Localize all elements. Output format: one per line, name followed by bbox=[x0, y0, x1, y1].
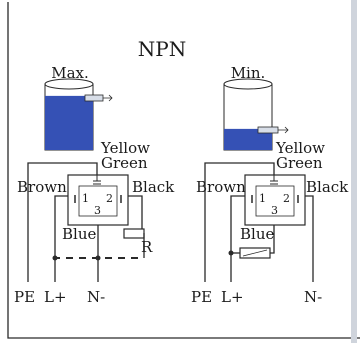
max-relay-box: 1 2 3 bbox=[67, 174, 129, 226]
min-yellow-label: Yellow bbox=[275, 139, 325, 157]
max-black-label: Black bbox=[132, 178, 175, 196]
max-wires bbox=[27, 162, 143, 282]
min-level-sensor bbox=[223, 78, 289, 151]
diagram-title: NPN bbox=[138, 37, 186, 61]
min-black-label: Black bbox=[306, 178, 349, 196]
max-blue-label: Blue bbox=[62, 225, 96, 243]
max-sensor-probe bbox=[84, 94, 104, 102]
max-label: Max. bbox=[51, 64, 89, 82]
min-load-resistor bbox=[239, 247, 271, 259]
max-green-label: Green bbox=[101, 154, 148, 172]
load-resistor bbox=[123, 228, 145, 258]
min-brown-label: Brown bbox=[196, 178, 246, 196]
min-pin-1: 1 bbox=[259, 192, 266, 205]
max-pin-2: 2 bbox=[106, 192, 113, 205]
left-terminal-n: N- bbox=[87, 288, 105, 306]
left-terminal-pe: PE bbox=[14, 288, 35, 306]
min-relay-box: 1 2 3 bbox=[244, 174, 306, 226]
frame-border bbox=[7, 2, 360, 339]
right-terminal-n: N- bbox=[304, 288, 322, 306]
max-pin-3: 3 bbox=[94, 204, 101, 217]
max-yellow-label: Yellow bbox=[100, 139, 150, 157]
max-pin-1: 1 bbox=[82, 192, 89, 205]
min-blue-label: Blue bbox=[240, 225, 274, 243]
min-pin-3: 3 bbox=[271, 204, 278, 217]
load-label: R bbox=[141, 238, 153, 256]
min-pin-2: 2 bbox=[283, 192, 290, 205]
right-terminal-pe: PE bbox=[191, 288, 212, 306]
max-liquid-fill bbox=[45, 95, 93, 150]
right-terminal-l: L+ bbox=[221, 288, 244, 306]
min-label: Min. bbox=[231, 64, 266, 82]
min-liquid-fill bbox=[224, 128, 272, 150]
max-level-sensor bbox=[44, 78, 113, 151]
max-brown-label: Brown bbox=[17, 178, 67, 196]
left-terminal-l: L+ bbox=[44, 288, 67, 306]
min-sensor-probe bbox=[257, 126, 279, 134]
min-green-label: Green bbox=[276, 154, 323, 172]
